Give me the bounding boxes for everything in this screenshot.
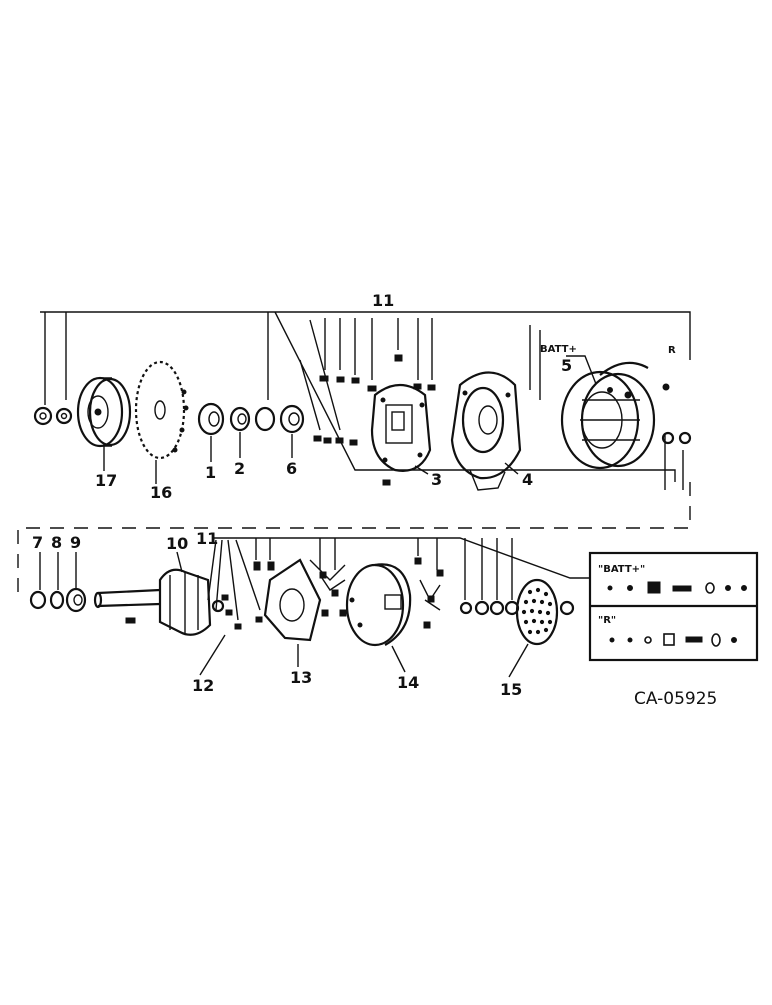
pulley — [76, 376, 132, 448]
leader-lines-lower — [207, 537, 590, 621]
drive-end-frame — [450, 371, 522, 491]
end-cover-14 — [345, 563, 412, 647]
callout-17: 17 — [95, 471, 117, 490]
callout-6: 6 — [286, 459, 297, 478]
callout-13: 13 — [290, 668, 312, 687]
leader-lines-upper — [40, 311, 691, 490]
spacer-1 — [197, 402, 225, 436]
callout-10: 10 — [166, 534, 188, 553]
nut-small — [33, 406, 53, 426]
stator-frame — [560, 361, 692, 470]
fan — [134, 360, 189, 460]
screen-15 — [515, 578, 559, 646]
snap-ring — [254, 406, 276, 432]
callout-7: 7 — [32, 533, 43, 552]
callout-1: 1 — [205, 463, 216, 482]
callout-labels: 11 5 17 16 1 2 6 3 4 7 8 9 10 11 12 13 1… — [32, 291, 717, 709]
label-pointers — [39, 355, 597, 678]
inset-label-r: "R" — [598, 615, 616, 626]
label-batt-plus: BATT+ — [540, 344, 577, 355]
small-screws-upper — [313, 354, 436, 486]
callout-2: 2 — [234, 459, 245, 478]
callout-11-upper: 11 — [372, 291, 394, 310]
gasket-plate-13 — [263, 558, 322, 642]
callout-8: 8 — [51, 533, 62, 552]
washers-15-stack — [459, 600, 520, 616]
washer-small — [55, 407, 73, 425]
bearing-6 — [279, 404, 305, 434]
terminal-nut-lower — [559, 600, 575, 616]
small-parts-lower — [221, 557, 444, 630]
callout-3: 3 — [431, 470, 442, 489]
callout-15: 15 — [500, 680, 522, 699]
inset-label-batt-plus: "BATT+" — [598, 564, 645, 575]
washer-8 — [49, 590, 65, 610]
rotor — [93, 568, 225, 636]
callout-14: 14 — [397, 673, 419, 692]
callout-11-lower: 11 — [196, 529, 218, 548]
callout-5: 5 — [561, 356, 572, 375]
brush-holder-plate — [370, 383, 432, 472]
row-connector — [17, 482, 691, 598]
spacer-2 — [229, 406, 251, 432]
label-r: R — [668, 345, 676, 356]
callout-4: 4 — [522, 470, 533, 489]
callout-9: 9 — [70, 533, 81, 552]
nut-7 — [29, 590, 47, 610]
drawing-code: CA-05925 — [634, 689, 717, 709]
terminal-inset-box — [588, 551, 759, 662]
callout-12: 12 — [192, 676, 214, 695]
terminal-labels: BATT+ R "BATT+" "R" — [540, 344, 676, 626]
callout-16: 16 — [150, 483, 172, 502]
bearing-9 — [65, 587, 87, 613]
